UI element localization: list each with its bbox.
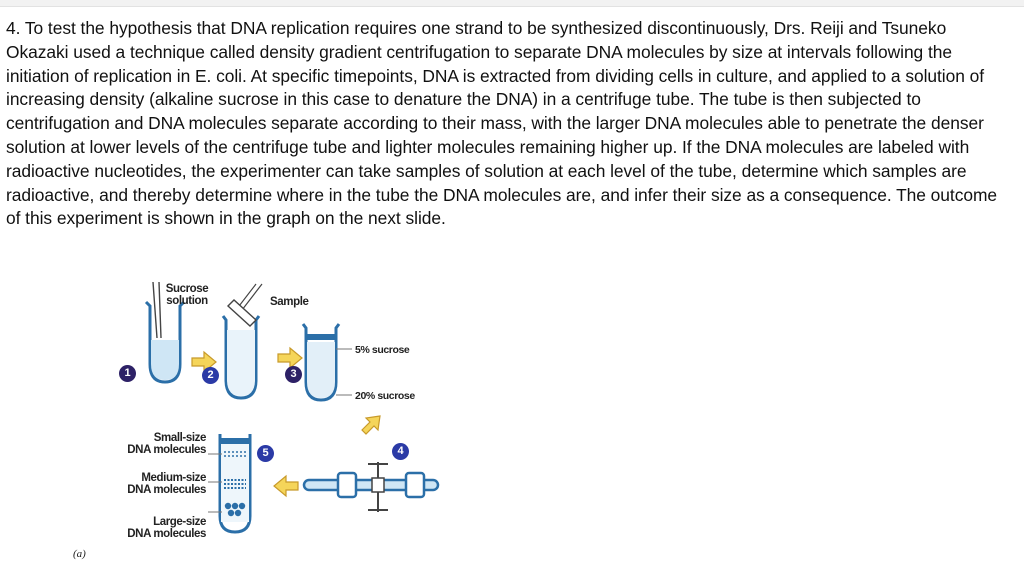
arrow-4	[273, 474, 299, 498]
sucrose-label-line-1: Sucrose	[165, 283, 209, 295]
arrow-3	[361, 415, 381, 435]
centrifuge-rotor	[302, 462, 440, 512]
step-3-badge: 3	[285, 366, 302, 383]
tube-1	[144, 281, 186, 384]
low-sucrose-label: 5% sucrose	[355, 344, 410, 356]
high-sucrose-label: 20% sucrose	[355, 390, 415, 402]
question-paragraph: 4. To test the hypothesis that DNA repli…	[6, 18, 998, 229]
medium-dna-label-line-2: DNA molecules	[127, 484, 206, 496]
medium-dna-label-line-1: Medium-size	[141, 472, 206, 484]
step-5-badge: 5	[257, 445, 274, 462]
step-2-badge: 2	[202, 367, 219, 384]
medium-dna-label: Medium-size DNA molecules	[80, 472, 206, 496]
large-dna-label-line-2: DNA molecules	[127, 528, 206, 540]
small-dna-label-line-1: Small-size	[153, 432, 207, 444]
panel-label: (a)	[73, 548, 86, 560]
centrifugation-figure: Sucrose solution Sample 5% sucrose 20% s…	[60, 270, 480, 566]
sucrose-label-line-2: solution	[166, 295, 208, 307]
top-rule	[0, 0, 1024, 7]
figure-drawing	[144, 281, 440, 534]
gradient-tube	[208, 434, 252, 534]
sample-label: Sample	[270, 296, 309, 308]
large-dna-label: Large-size DNA molecules	[98, 516, 206, 540]
tube-3	[301, 323, 352, 402]
small-dna-label-line-2: DNA molecules	[127, 444, 206, 456]
small-dna-label: Small-size DNA molecules	[98, 432, 206, 456]
large-dna-label-line-1: Large-size	[153, 516, 206, 528]
tube-2	[221, 299, 261, 400]
step-4-badge: 4	[392, 443, 409, 460]
sucrose-solution-label: Sucrose solution	[156, 283, 218, 307]
arrow-2	[277, 346, 303, 370]
step-1-badge: 1	[119, 365, 136, 382]
